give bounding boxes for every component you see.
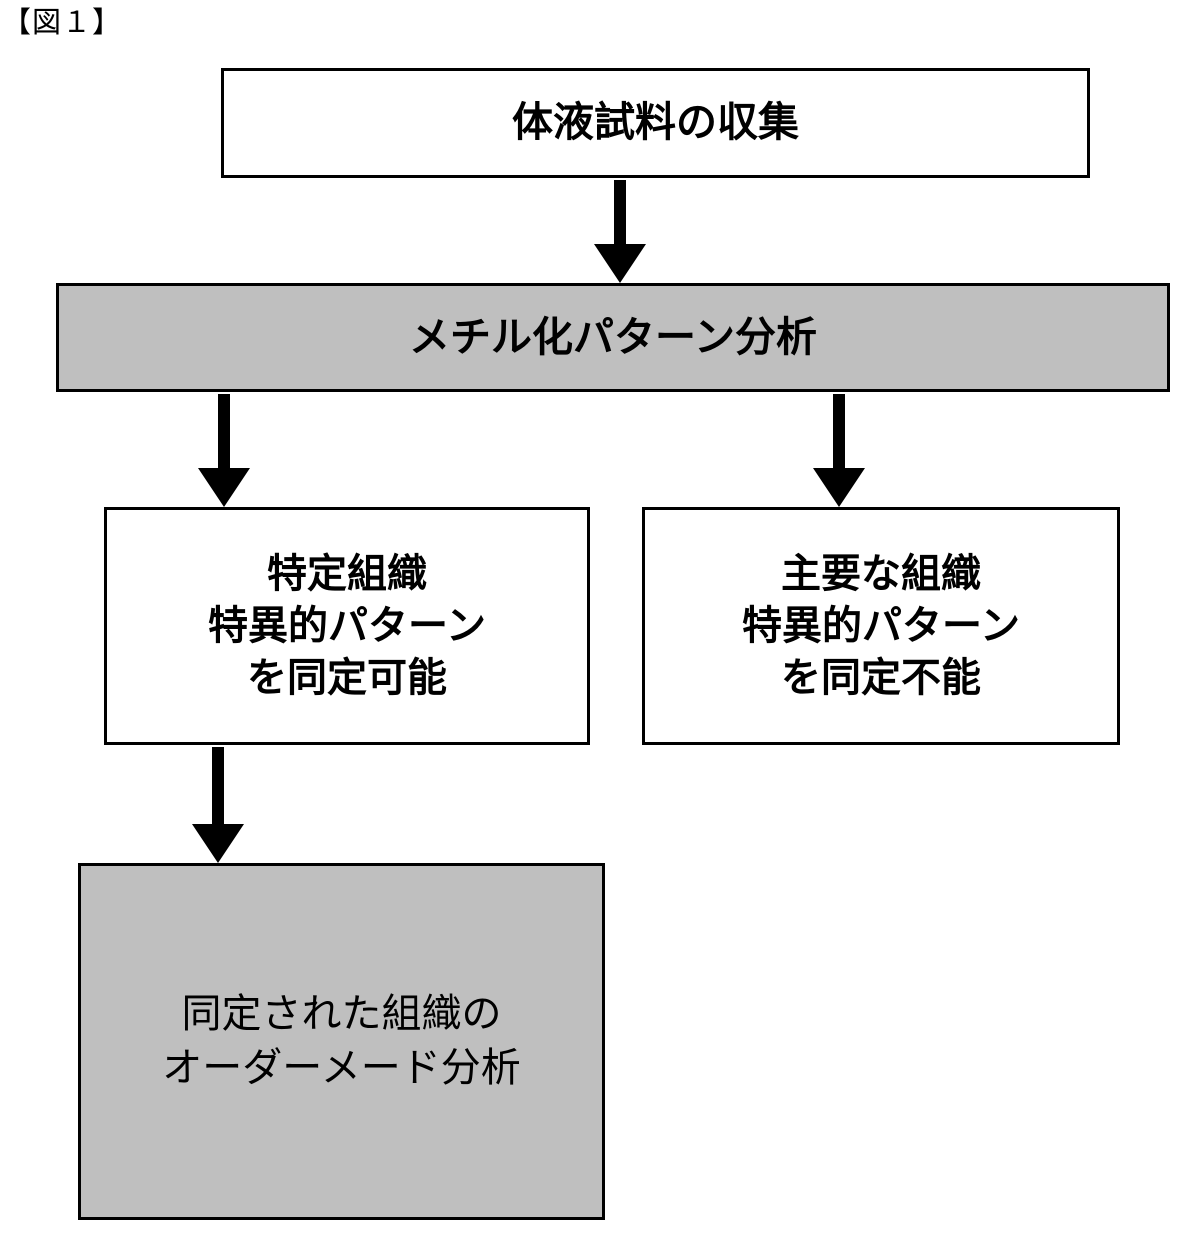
down-arrow-icon <box>192 747 244 863</box>
flow-node-not-identifiable-label: 主要な組織 特異的パターン を同定不能 <box>742 551 1020 701</box>
flow-node-tailored-label: 同定された組織の オーダーメード分析 <box>162 990 521 1091</box>
flow-node-identifiable: 特定組織 特異的パターン を同定可能 <box>104 507 590 745</box>
flow-node-analysis: メチル化パターン分析 <box>56 283 1170 392</box>
flow-node-collect: 体液試料の収集 <box>221 68 1090 178</box>
flow-node-collect-label: 体液試料の収集 <box>512 98 799 147</box>
down-arrow-icon <box>813 394 865 507</box>
flow-node-identifiable-label: 特定組織 特異的パターン を同定可能 <box>208 551 486 701</box>
down-arrow-icon <box>594 180 646 283</box>
flow-node-analysis-label: メチル化パターン分析 <box>409 312 817 361</box>
figure-label: 【図１】 <box>2 5 123 39</box>
flow-node-tailored: 同定された組織の オーダーメード分析 <box>78 863 605 1220</box>
flow-node-not-identifiable: 主要な組織 特異的パターン を同定不能 <box>642 507 1120 745</box>
down-arrow-icon <box>198 394 250 507</box>
